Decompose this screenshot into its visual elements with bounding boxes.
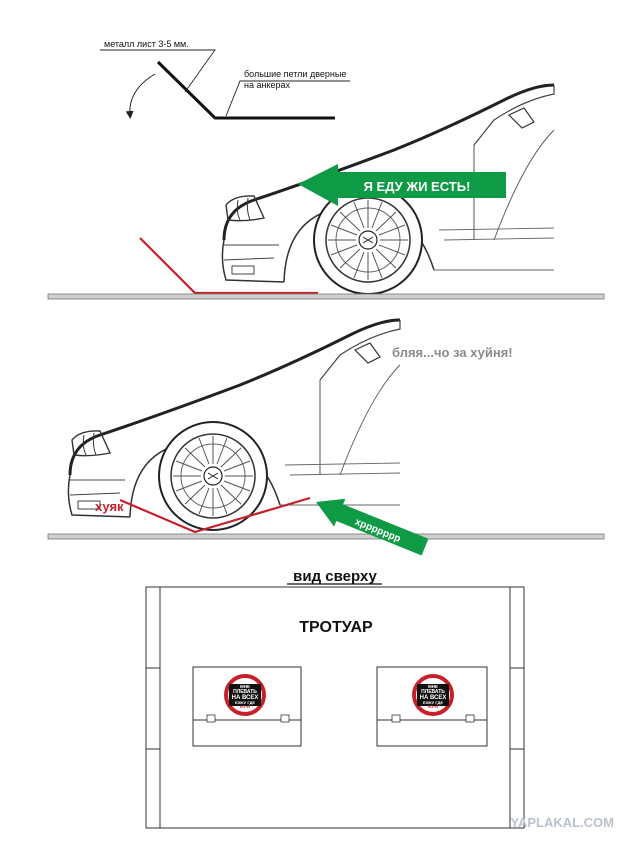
warning-sign-left: МНЕ ПЛЕВАТЬ НА ВСЕХ ЕЗЖУ ГДЕ ХОЧУ [224, 674, 266, 716]
label-hinges-line2: на анкерах [244, 80, 291, 90]
arrow-drive-text: Я ЕДУ ЖИ ЕСТЬ! [364, 179, 471, 194]
red-sheet-rest [139, 237, 318, 295]
watermark: YAPLAKAL.COM [510, 815, 614, 830]
panel-middle: бляя...чо за хуйня! хуяк хррррррр [47, 318, 605, 556]
svg-text:ЕЗЖУ ГДЕ: ЕЗЖУ ГДЕ [235, 700, 255, 705]
metal-plate-right: МНЕ ПЛЕВАТЬ НА ВСЕХ ЕЗЖУ ГДЕ ХОЧУ [376, 666, 488, 747]
label-hinges-line1: большие петли дверные [244, 69, 346, 79]
car-wheel-2 [158, 421, 268, 531]
svg-text:НА ВСЕХ: НА ВСЕХ [420, 695, 447, 701]
metal-plate-left: МНЕ ПЛЕВАТЬ НА ВСЕХ ЕЗЖУ ГДЕ ХОЧУ [192, 666, 302, 747]
red-sheet-raised [119, 496, 311, 534]
green-arrow-scrape: хррррррр [316, 498, 429, 556]
svg-text:ЕЗЖУ ГДЕ: ЕЗЖУ ГДЕ [423, 700, 443, 705]
impact-label: хуяк [95, 499, 124, 514]
svg-text:МНЕ: МНЕ [428, 684, 438, 689]
sidewalk-label: ТРОТУАР [299, 619, 373, 636]
ground-bar [47, 293, 605, 300]
exclaim-text: бляя...чо за хуйня! [392, 345, 513, 360]
top-view-caption: вид сверху [293, 568, 377, 585]
label-metal-sheet: металл лист 3-5 мм. [104, 39, 189, 49]
sheet-leader-line [100, 49, 216, 93]
rotation-arc [125, 73, 156, 119]
svg-text:ХОЧУ: ХОЧУ [428, 704, 439, 709]
svg-text:МНЕ: МНЕ [240, 684, 250, 689]
svg-text:ПЛЕВАТЬ: ПЛЕВАТЬ [233, 689, 257, 695]
warning-sign-right: МНЕ ПЛЕВАТЬ НА ВСЕХ ЕЗЖУ ГДЕ ХОЧУ [412, 674, 454, 716]
hinges-leader-line [225, 80, 350, 117]
svg-text:ПЛЕВАТЬ: ПЛЕВАТЬ [421, 689, 445, 695]
panel-bottom: вид сверху ТРОТУАР МНЕ ПЛЕВАТЬ НА ВСЕХ Е… [145, 568, 614, 830]
metal-sheet-line [156, 60, 335, 120]
svg-text:ХОЧУ: ХОЧУ [240, 704, 251, 709]
panel-top: металл лист 3-5 мм. большие петли дверны… [47, 39, 605, 300]
car-wheel [313, 185, 423, 295]
green-arrow-drive [298, 164, 506, 206]
plan-frame [145, 586, 525, 829]
ground-bar-2 [47, 533, 605, 540]
svg-text:НА ВСЕХ: НА ВСЕХ [232, 695, 259, 701]
